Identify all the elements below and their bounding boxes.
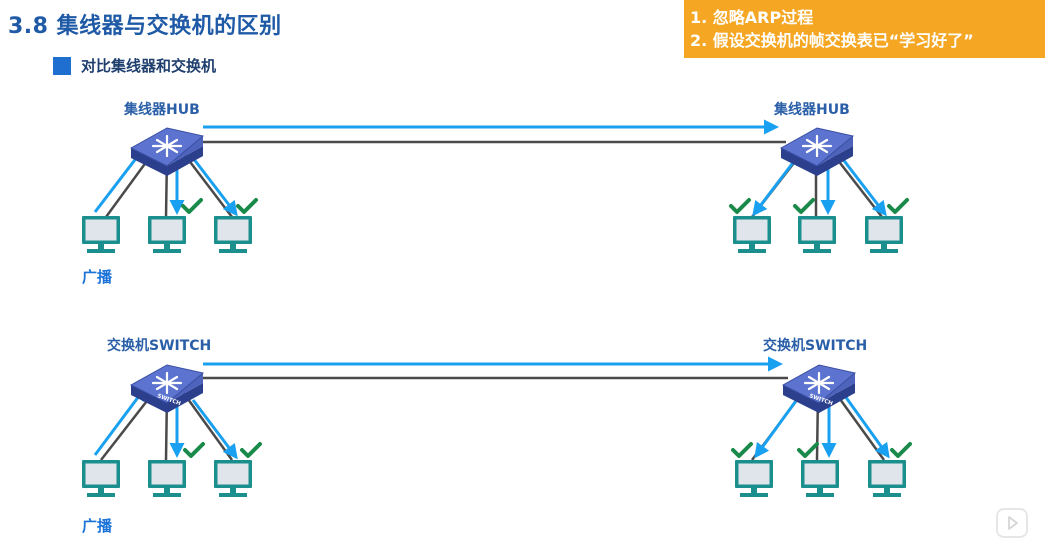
bullet-square-icon [53,56,71,75]
check-icon [793,198,815,214]
note-line-1: 1. 忽略ARP过程 [690,8,814,27]
computer-icon [82,460,120,497]
page-title: 3.8 集线器与交换机的区别 [8,14,282,39]
computer-icon [82,216,120,253]
play-button-icon [1008,516,1018,530]
send-arrow [93,385,147,456]
forward-arrow [191,399,238,460]
check-icon [731,442,753,458]
forward-arrow [840,157,887,217]
computer-icon [798,216,836,253]
computer-icon [733,216,771,253]
forward-arrow [843,395,890,459]
computer-icon [801,460,839,497]
check-icon [181,198,203,214]
forward-arrow [191,157,238,217]
check-icon [887,198,909,214]
forward-arrow [754,397,800,459]
right-hub-label: 集线器HUB [774,102,850,118]
assumptions-note: 1. 忽略ARP过程 2. 假设交换机的帧交换表已“学习好了” [684,0,1045,58]
computer-icon [148,216,186,253]
section-heading: 对比集线器和交换机 [53,55,216,76]
check-icon [797,442,819,458]
switch-icon: SWITCH [781,363,857,415]
computer-icon [148,460,186,497]
hub-scenario [82,119,909,253]
switch-broadcast-label: 广播 [82,517,113,535]
check-icon [240,442,262,458]
note-line-2: 2. 假设交换机的帧交换表已“学习好了” [690,31,974,50]
check-icon [729,198,751,214]
computer-icon [735,460,773,497]
left-switch-label: 交换机SWITCH [107,338,212,354]
check-icon [183,442,205,458]
play-button[interactable] [996,508,1028,538]
left-hub-label: 集线器HUB [124,102,200,118]
switch-icon: SWITCH [129,363,205,415]
hub-broadcast-label: 广播 [82,268,113,286]
computer-icon [868,460,906,497]
computer-icon [865,216,903,253]
forward-arrow [752,159,797,217]
computer-icon [214,216,252,253]
computer-icon [214,460,252,497]
section-heading-text: 对比集线器和交换机 [81,57,217,75]
right-switch-label: 交换机SWITCH [763,338,868,354]
switch-scenario: SWITCH SWITCH [82,356,912,497]
check-icon [890,442,912,458]
check-icon [236,198,258,214]
hub-icon [779,126,855,178]
